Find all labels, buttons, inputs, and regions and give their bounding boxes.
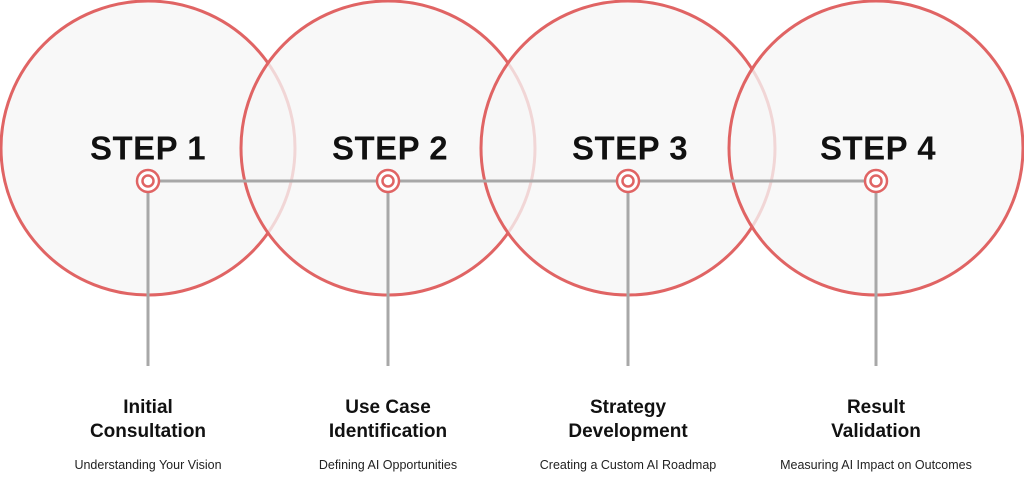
step-3-description: Creating a Custom AI Roadmap xyxy=(539,458,717,472)
step-3-label: STEP 3 xyxy=(572,130,688,167)
step-1-caption: Initial Consultation Understanding Your … xyxy=(28,396,268,473)
step-1-label: STEP 1 xyxy=(90,130,206,167)
step-4-caption: Result Validation Measuring AI Impact on… xyxy=(756,396,996,473)
step-labels: STEP 1 STEP 2 STEP 3 STEP 4 xyxy=(90,130,936,167)
step-1-node-icon xyxy=(135,168,161,194)
step-3-title: Strategy Development xyxy=(508,396,748,444)
step-4-label: STEP 4 xyxy=(820,130,936,167)
step-3-title-line-1: Strategy xyxy=(589,397,667,418)
step-3-node-icon xyxy=(615,168,641,194)
step-1-title-line-1: Initial xyxy=(123,397,173,418)
step-3-title-line-2: Development xyxy=(568,421,688,442)
step-2-label: STEP 2 xyxy=(332,130,448,167)
step-3-caption: Strategy Development Creating a Custom A… xyxy=(508,396,748,473)
connector-lines xyxy=(146,179,878,366)
step-1-title-line-2: Consultation xyxy=(89,421,207,442)
step-2-caption: Use Case Identification Defining AI Oppo… xyxy=(268,396,508,473)
step-circles xyxy=(0,0,1024,297)
step-1-description: Understanding Your Vision xyxy=(74,458,222,472)
step-2-description: Defining AI Opportunities xyxy=(318,458,458,472)
step-4-title-line-1: Result xyxy=(846,397,906,418)
step-4-title: Result Validation xyxy=(756,396,996,444)
timeline-nodes xyxy=(135,168,889,194)
step-2-node-icon xyxy=(375,168,401,194)
step-4-description: Measuring AI Impact on Outcomes xyxy=(780,458,972,472)
step-2-title-line-2: Identification xyxy=(328,421,448,442)
step-2-title: Use Case Identification xyxy=(268,396,508,444)
step-2-title-line-1: Use Case xyxy=(345,397,431,418)
step-4-node-icon xyxy=(863,168,889,194)
step-1-title: Initial Consultation xyxy=(28,396,268,444)
step-4-title-line-2: Validation xyxy=(831,421,921,442)
